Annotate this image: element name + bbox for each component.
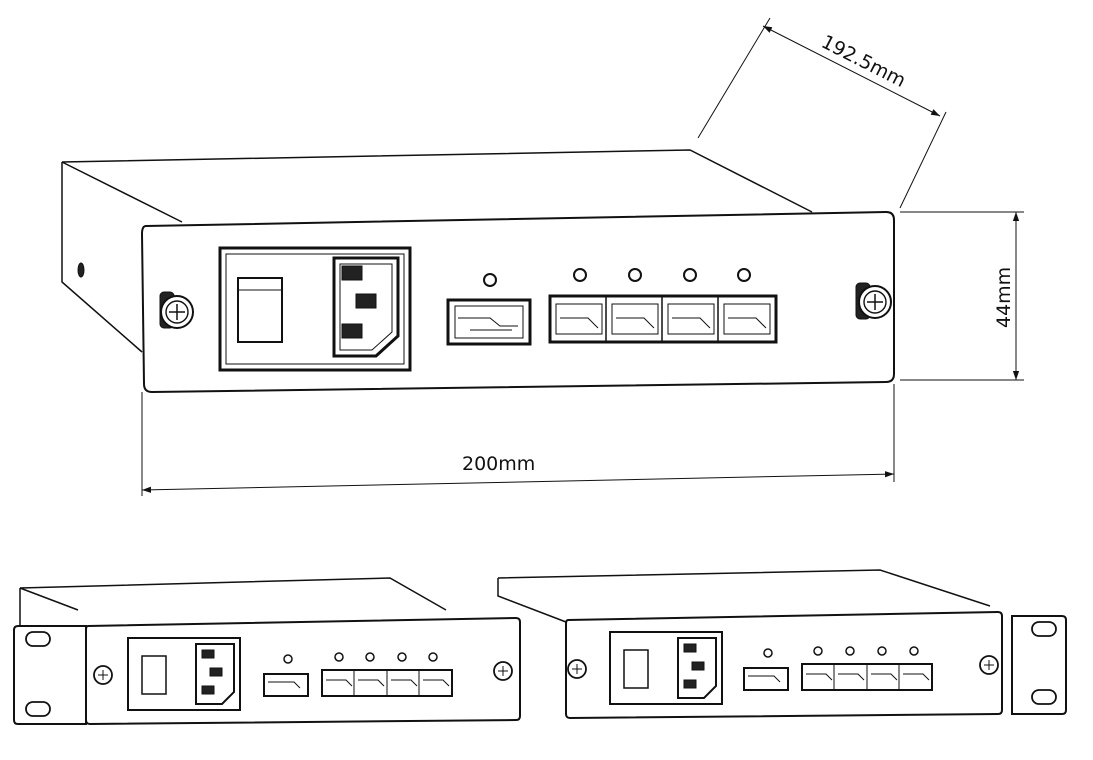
module-b-top xyxy=(497,569,991,623)
led-icon xyxy=(845,646,855,656)
led-icon xyxy=(283,654,293,664)
led-icon xyxy=(813,646,823,656)
module-a-top xyxy=(19,577,447,611)
sfp-port-icon xyxy=(263,673,309,697)
rack-side-left xyxy=(19,587,79,626)
chassis-side xyxy=(61,162,143,353)
module-b-front xyxy=(565,610,1003,720)
mounting-slot-icon xyxy=(25,631,51,647)
dimension-height: 44mm xyxy=(900,211,1024,381)
rack-assembly-view xyxy=(13,569,1067,726)
led-icon xyxy=(397,652,407,662)
power-switch-icon xyxy=(141,655,167,695)
height-label: 44mm xyxy=(993,267,1015,328)
dimension-depth: 192.5mm xyxy=(697,17,947,209)
module-isometric-view: 192.5mm 44mm 200mm xyxy=(61,17,1024,496)
power-switch-icon xyxy=(237,277,283,343)
chassis-top xyxy=(61,149,813,213)
mounting-slot-icon xyxy=(1031,621,1057,637)
sfp-port-icon xyxy=(446,298,532,346)
width-label: 200mm xyxy=(462,453,535,475)
led-icon xyxy=(628,268,642,282)
dimension-width: 200mm xyxy=(141,384,895,496)
sfp-port-icon xyxy=(743,667,789,691)
rack-ear-left xyxy=(13,625,87,725)
led-icon xyxy=(877,646,887,656)
rack-ear-right xyxy=(1011,615,1067,715)
led-icon xyxy=(683,268,697,282)
mounting-slot-icon xyxy=(1031,689,1057,705)
led-icon xyxy=(365,652,375,662)
screw-icon xyxy=(493,661,513,681)
led-icon xyxy=(573,268,587,282)
screw-icon xyxy=(855,282,892,320)
led-icon xyxy=(483,273,497,287)
led-icon xyxy=(737,268,751,282)
screw-icon xyxy=(159,291,194,329)
sfp-cage-4x xyxy=(548,294,778,344)
screw-icon xyxy=(979,655,999,675)
power-switch-icon xyxy=(623,649,649,689)
mounting-slot-icon xyxy=(25,701,51,717)
module-a-front xyxy=(85,616,521,726)
screw-icon xyxy=(93,665,113,685)
led-icon xyxy=(428,652,438,662)
screw-icon xyxy=(567,659,587,679)
power-module xyxy=(218,246,412,372)
led-icon xyxy=(334,652,344,662)
led-icon xyxy=(909,646,919,656)
chassis-edge xyxy=(61,161,183,223)
iec-socket-icon xyxy=(332,256,400,358)
led-icon xyxy=(763,648,773,658)
side-hole xyxy=(77,262,85,278)
depth-label: 192.5mm xyxy=(818,31,909,92)
